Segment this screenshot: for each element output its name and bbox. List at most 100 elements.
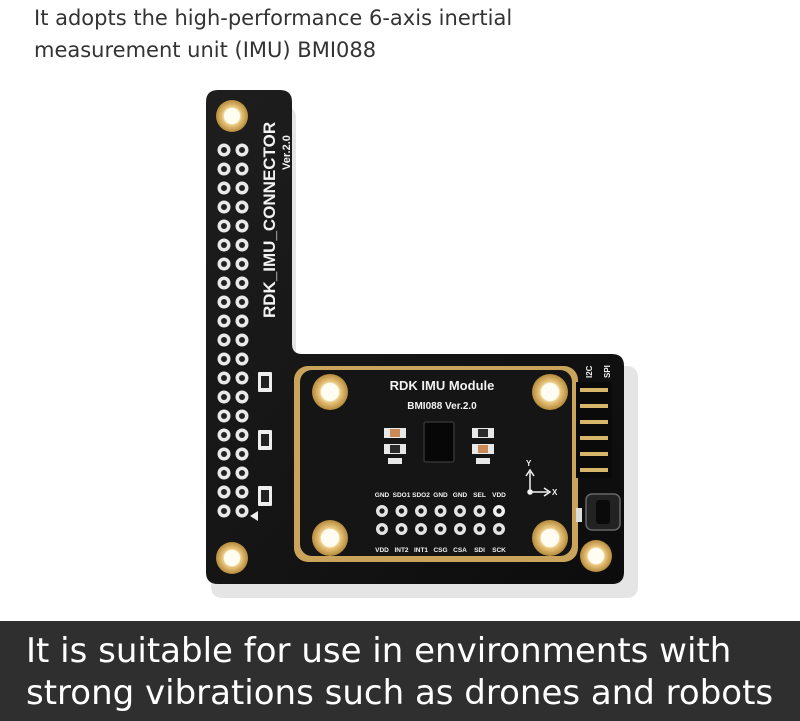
pin-label-top: GND [375, 492, 390, 499]
header-pin-hole [239, 508, 245, 514]
header-pin-hole [239, 432, 245, 438]
bottom-caption-line-1: It is suitable for use in environments w… [26, 631, 732, 671]
carrier-resistor-2 [258, 430, 272, 450]
module-pin-hole [379, 526, 385, 532]
module-pin-hole [437, 526, 444, 532]
header-pin-hole [221, 413, 227, 419]
pin-label-top: SEL [473, 492, 486, 499]
header-pin-hole [239, 489, 245, 495]
pin-label-bottom: CSA [453, 547, 467, 554]
capacitor-right-1 [472, 428, 494, 438]
header-pin-hole [239, 223, 245, 229]
module-pin-hole [496, 508, 502, 514]
module-hole-top-right [532, 374, 568, 410]
carrier-label: RDK_IMU_CONNECTOR [260, 122, 279, 318]
pin-label-top: SDO1 [393, 492, 411, 499]
header-pin-hole [221, 242, 227, 248]
select-switch-knob [596, 500, 610, 524]
top-caption-line-2: measurement unit (IMU) BMI088 [34, 38, 377, 62]
header-pin-hole [221, 204, 227, 210]
header-pin-hole [221, 166, 227, 172]
header-pin-hole [239, 261, 245, 267]
carrier-resistor-1 [258, 372, 272, 392]
header-pin-hole [221, 337, 227, 343]
capacitor-left-1 [384, 428, 406, 438]
module-pin-hole [457, 508, 463, 514]
capacitor-left-3 [388, 458, 402, 464]
header-pin-hole [239, 280, 245, 286]
header-pin-hole [221, 432, 227, 438]
header-pin-hole [221, 375, 227, 381]
header-pin-hole [239, 413, 245, 419]
module-pin-hole [379, 508, 385, 514]
mounting-hole-bottom-right [580, 540, 612, 572]
pin-label-bottom: SDI [474, 547, 485, 554]
module-pin-hole [418, 508, 424, 514]
pin-label-top: SDO2 [412, 492, 430, 499]
header-pin-hole [221, 280, 227, 286]
axis-indicator [525, 468, 552, 497]
iface-spi-label: SPI [603, 365, 612, 378]
pin-label-bottom: VDD [375, 547, 389, 554]
header-pin-hole [239, 299, 245, 305]
top-caption-line-1: It adopts the high-performance 6-axis in… [34, 6, 513, 30]
pin-label-bottom: INT2 [394, 547, 408, 554]
carrier-version: Ver.2.0 [281, 135, 293, 170]
top-caption: It adopts the high-performance 6-axis in… [34, 2, 774, 66]
module-pin-hole [398, 526, 405, 532]
product-photo: RDK_IMU_CONNECTOR Ver.2.0 RDK IMU Module… [206, 90, 638, 598]
header-pin-hole [239, 394, 245, 400]
header-pin-hole [239, 242, 245, 248]
header-pin-hole [221, 299, 227, 305]
module-hole-top-left [312, 374, 348, 410]
caption-band [0, 621, 800, 721]
module-pin-hole [457, 526, 463, 532]
header-pin-hole [221, 185, 227, 191]
pin-label-top: GND [433, 492, 448, 499]
iface-i2c-label: I2C [585, 365, 594, 378]
module-pin-hole [418, 526, 424, 532]
bmi088-chip [423, 421, 455, 463]
header-pin-hole [221, 489, 227, 495]
header-pin-hole [221, 147, 227, 153]
pin-label-bottom: SCK [492, 547, 506, 554]
header-pin-hole [239, 185, 245, 191]
pin-label-bottom: INT1 [414, 547, 428, 554]
header-pin-hole [221, 261, 227, 267]
header-pin-hole [239, 375, 245, 381]
module-title: RDK IMU Module [390, 378, 495, 393]
header-pin-hole [239, 204, 245, 210]
header-pin-hole [239, 356, 245, 362]
header-pin-hole [221, 318, 227, 324]
header-pin-hole [239, 318, 245, 324]
header-pin-hole [221, 470, 227, 476]
header-pin-hole [239, 166, 245, 172]
header-pin-hole [239, 337, 245, 343]
mounting-hole-top-left [216, 100, 248, 132]
axis-x-label: X [552, 488, 558, 497]
header-pin-hole [239, 147, 245, 153]
module-subtitle: BMI088 Ver.2.0 [407, 401, 477, 412]
header-pin-hole [221, 394, 227, 400]
module-pin-hole [476, 508, 483, 514]
header-pin-hole [221, 508, 227, 514]
interface-header [576, 382, 612, 478]
module-pin-hole [476, 526, 483, 532]
switch-resistor [576, 508, 582, 522]
header-pin-hole [221, 451, 227, 457]
module-pin-hole [437, 508, 444, 514]
header-pin-hole [239, 470, 245, 476]
mounting-hole-bottom-left [216, 542, 248, 574]
module-pin-hole [398, 508, 405, 514]
pin-label-top: VDD [492, 492, 506, 499]
gpio-header-pins [217, 143, 249, 518]
module-hole-bottom-right [532, 520, 568, 556]
module-hole-bottom-left [312, 520, 348, 556]
carrier-resistor-3 [258, 486, 272, 506]
pin-label-top: GND [453, 492, 468, 499]
bottom-caption-line-2: strong vibrations such as drones and rob… [26, 673, 774, 713]
capacitor-left-2 [384, 444, 406, 454]
header-pin-hole [239, 451, 245, 457]
header-pin-hole [221, 356, 227, 362]
